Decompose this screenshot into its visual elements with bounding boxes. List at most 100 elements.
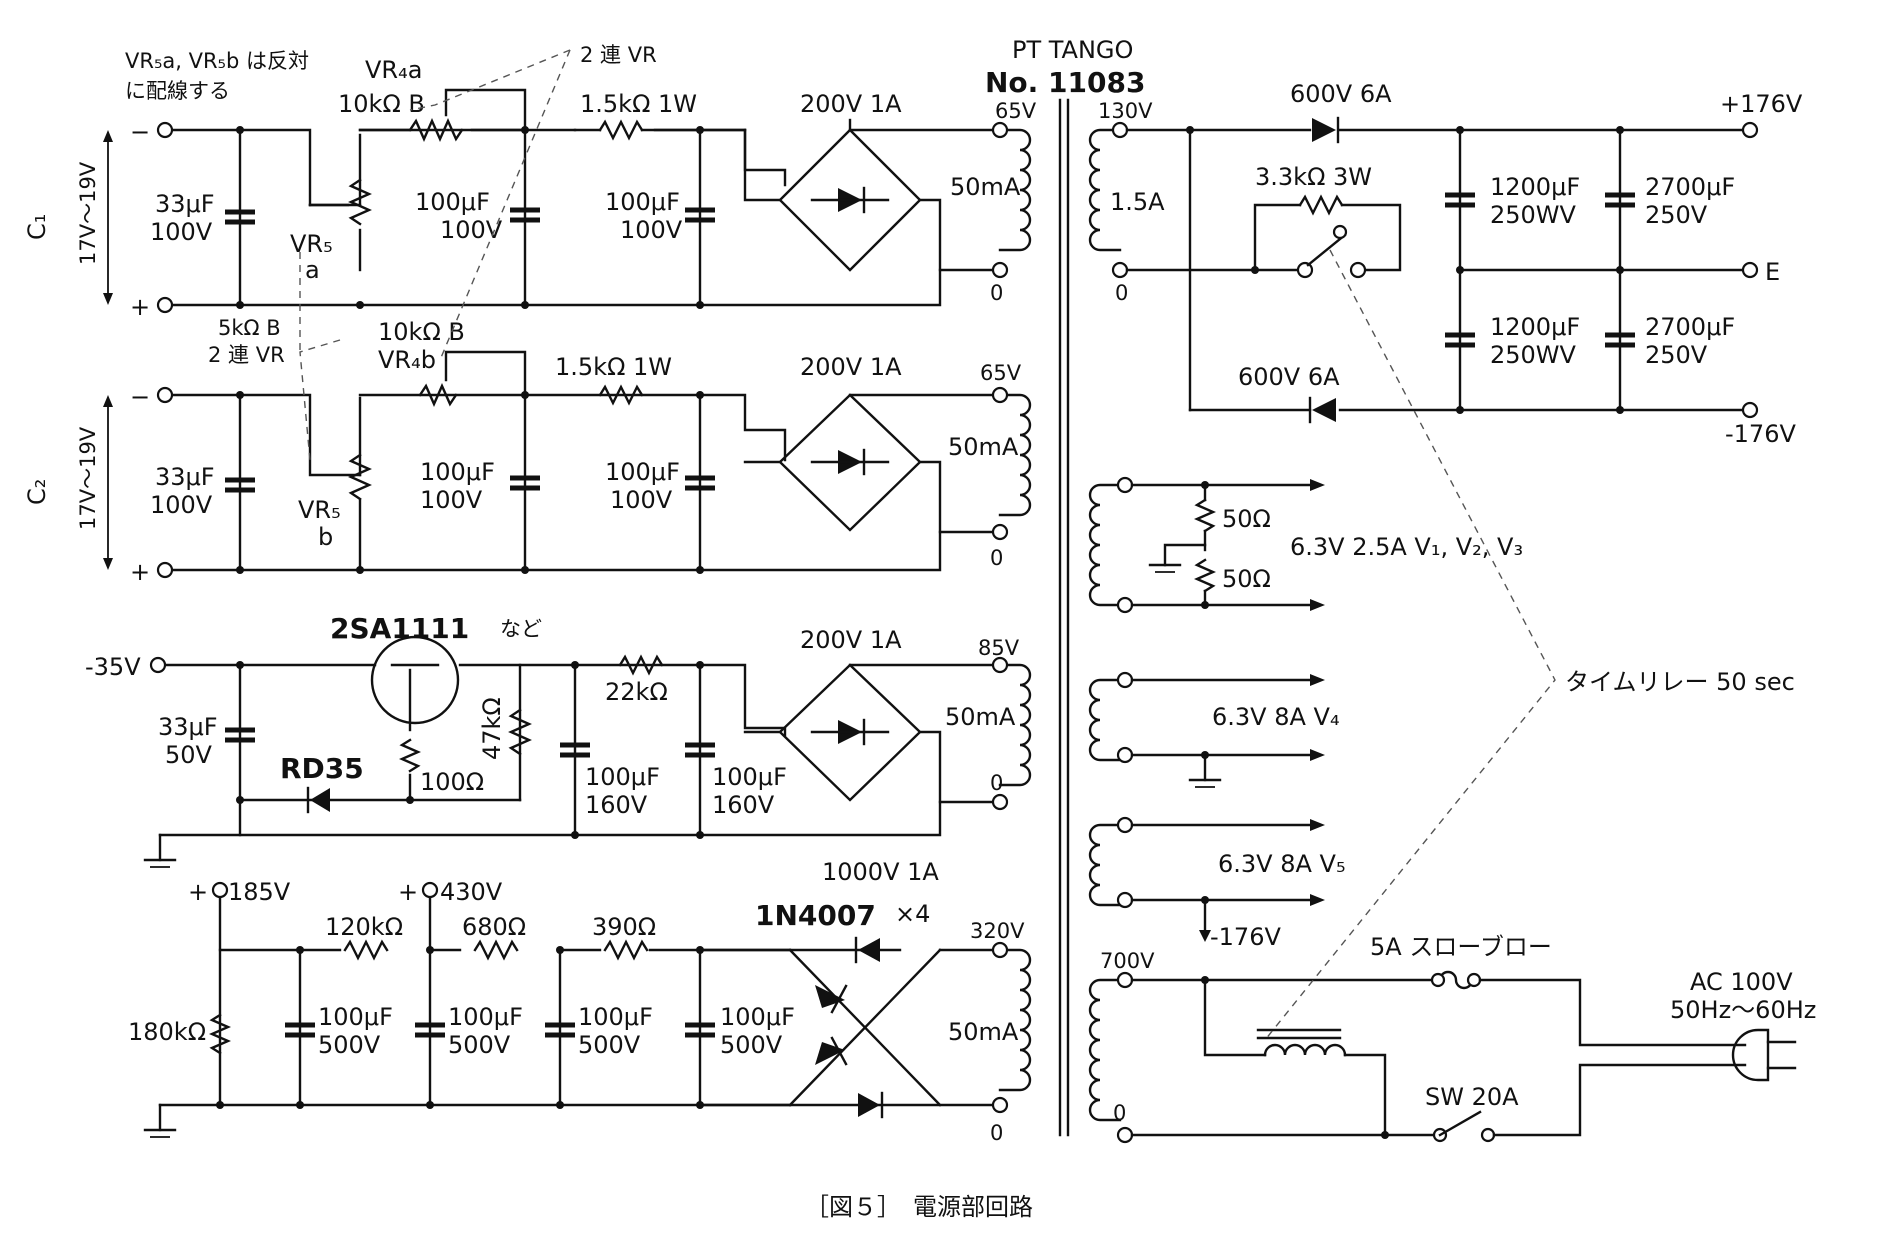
c2-vr4-value: 10kΩ B — [378, 318, 465, 346]
b-out2: 430V — [440, 878, 503, 906]
b-r1: 120kΩ — [325, 913, 403, 941]
figure-caption: ［図５］ 電源部回路 — [805, 1193, 1033, 1221]
heater-r-top: 50Ω — [1222, 505, 1271, 533]
bias-tap-top: 85V — [978, 636, 1020, 660]
c2-gang-label: 2 連 VR — [208, 343, 285, 367]
b-diode-count: ×4 — [895, 900, 930, 928]
heater-1-label: 6.3V 2.5A V₁, V₂, V₃ — [1290, 533, 1523, 561]
b-tap-top: 320V — [970, 919, 1025, 943]
c1-tap-current: 50mA — [950, 173, 1021, 201]
mains-switch: SW 20A — [1425, 1083, 1519, 1111]
b-r3: 390Ω — [592, 913, 656, 941]
mechanical-links — [299, 49, 1556, 1041]
bias-transistor: 2SA1111 — [330, 612, 469, 645]
hv-tap-bottom: 0 — [1115, 281, 1128, 305]
svg-text:+: + — [130, 293, 150, 321]
transformer-core — [1058, 98, 1070, 1137]
heater-windings — [1088, 476, 1325, 942]
bias-tap-current: 50mA — [945, 703, 1016, 731]
c2-resistor: 1.5kΩ 1W — [555, 353, 672, 381]
c1-vr5-sub: a — [305, 256, 320, 284]
hv-resistor: 3.3kΩ 3W — [1255, 163, 1372, 191]
c2-vr5-value: 5kΩ B — [218, 316, 281, 340]
c2-vr5-label: VR₅ — [298, 496, 341, 524]
b-supply — [143, 881, 1032, 1138]
c2-range: 17V～19V — [76, 426, 100, 530]
svg-text:−: − — [130, 118, 150, 146]
bias-r-bias: 47kΩ — [478, 697, 506, 760]
heater-3-label: 6.3V 8A V₅ — [1218, 850, 1346, 878]
heater-2-label: 6.3V 8A V₄ — [1212, 703, 1340, 731]
transformer-model: No. 11083 — [985, 66, 1145, 99]
heater-r-bottom: 50Ω — [1222, 565, 1271, 593]
hv-out-pos: +176V — [1720, 90, 1803, 118]
svg-text:+: + — [130, 558, 150, 586]
svg-text:+: + — [188, 878, 208, 906]
hv-diode-bottom: 600V 6A — [1238, 363, 1340, 391]
primary-tap-top: 700V — [1100, 949, 1155, 973]
c2-vr4-label: VR₄b — [378, 346, 436, 374]
c1-vr4-label: VR₄a — [365, 56, 422, 84]
b-r2: 680Ω — [462, 913, 526, 941]
c1-vr5-label: VR₅ — [290, 230, 333, 258]
c1-tap-top: 65V — [995, 99, 1037, 123]
hv-out-ground: E — [1765, 258, 1780, 286]
c1-resistor: 1.5kΩ 1W — [580, 90, 697, 118]
transformer-maker: PT TANGO — [1012, 36, 1133, 64]
mains-primary — [1088, 970, 1797, 1144]
relay-label: タイムリレー 50 sec — [1565, 668, 1795, 696]
svg-text:−: − — [130, 383, 150, 411]
b-diode: 1N4007 — [755, 899, 876, 932]
c2-tap-bottom: 0 — [990, 546, 1003, 570]
mains-freq: 50Hz～60Hz — [1670, 996, 1816, 1024]
bias-r-emitter: 100Ω — [420, 768, 484, 796]
b-diode-rating: 1000V 1A — [822, 858, 939, 886]
c2-supply — [103, 350, 1032, 579]
bias-bridge: 200V 1A — [800, 626, 902, 654]
c1-tap-bottom: 0 — [990, 281, 1003, 305]
c2-label: C₂ — [23, 479, 51, 505]
c1-label: C₁ — [23, 214, 51, 240]
primary-tap-bottom: 0 — [1113, 1101, 1126, 1125]
hv-out-neg: -176V — [1725, 420, 1796, 448]
heater-3-ref: -176V — [1210, 923, 1281, 951]
svg-text:+: + — [398, 878, 418, 906]
b-r-bleed: 180kΩ — [128, 1018, 206, 1046]
c2-vr5-sub: b — [318, 523, 333, 551]
mains-fuse: 5A スローブロー — [1370, 933, 1552, 961]
c1-bridge: 200V 1A — [800, 90, 902, 118]
bias-tap-bottom: 0 — [990, 771, 1003, 795]
hv-tap-current: 1.5A — [1110, 188, 1165, 216]
c1-supply — [103, 88, 1032, 314]
c2-tap-current: 50mA — [948, 433, 1019, 461]
hv-supply — [1088, 116, 1759, 424]
c1-gang-label: 2 連 VR — [580, 43, 657, 67]
b-tap-current: 50mA — [948, 1018, 1019, 1046]
c1-vr4-value: 10kΩ B — [338, 90, 425, 118]
c2-bridge: 200V 1A — [800, 353, 902, 381]
b-out1: 185V — [228, 878, 291, 906]
b-tap-bottom: 0 — [990, 1121, 1003, 1145]
bias-supply — [143, 635, 1032, 868]
c2-tap-top: 65V — [980, 361, 1022, 385]
bias-output: -35V — [85, 653, 141, 681]
c1-note-line1: VR₅a, VR₅b は反対 — [125, 49, 309, 73]
bias-transistor-note: など — [500, 617, 542, 641]
